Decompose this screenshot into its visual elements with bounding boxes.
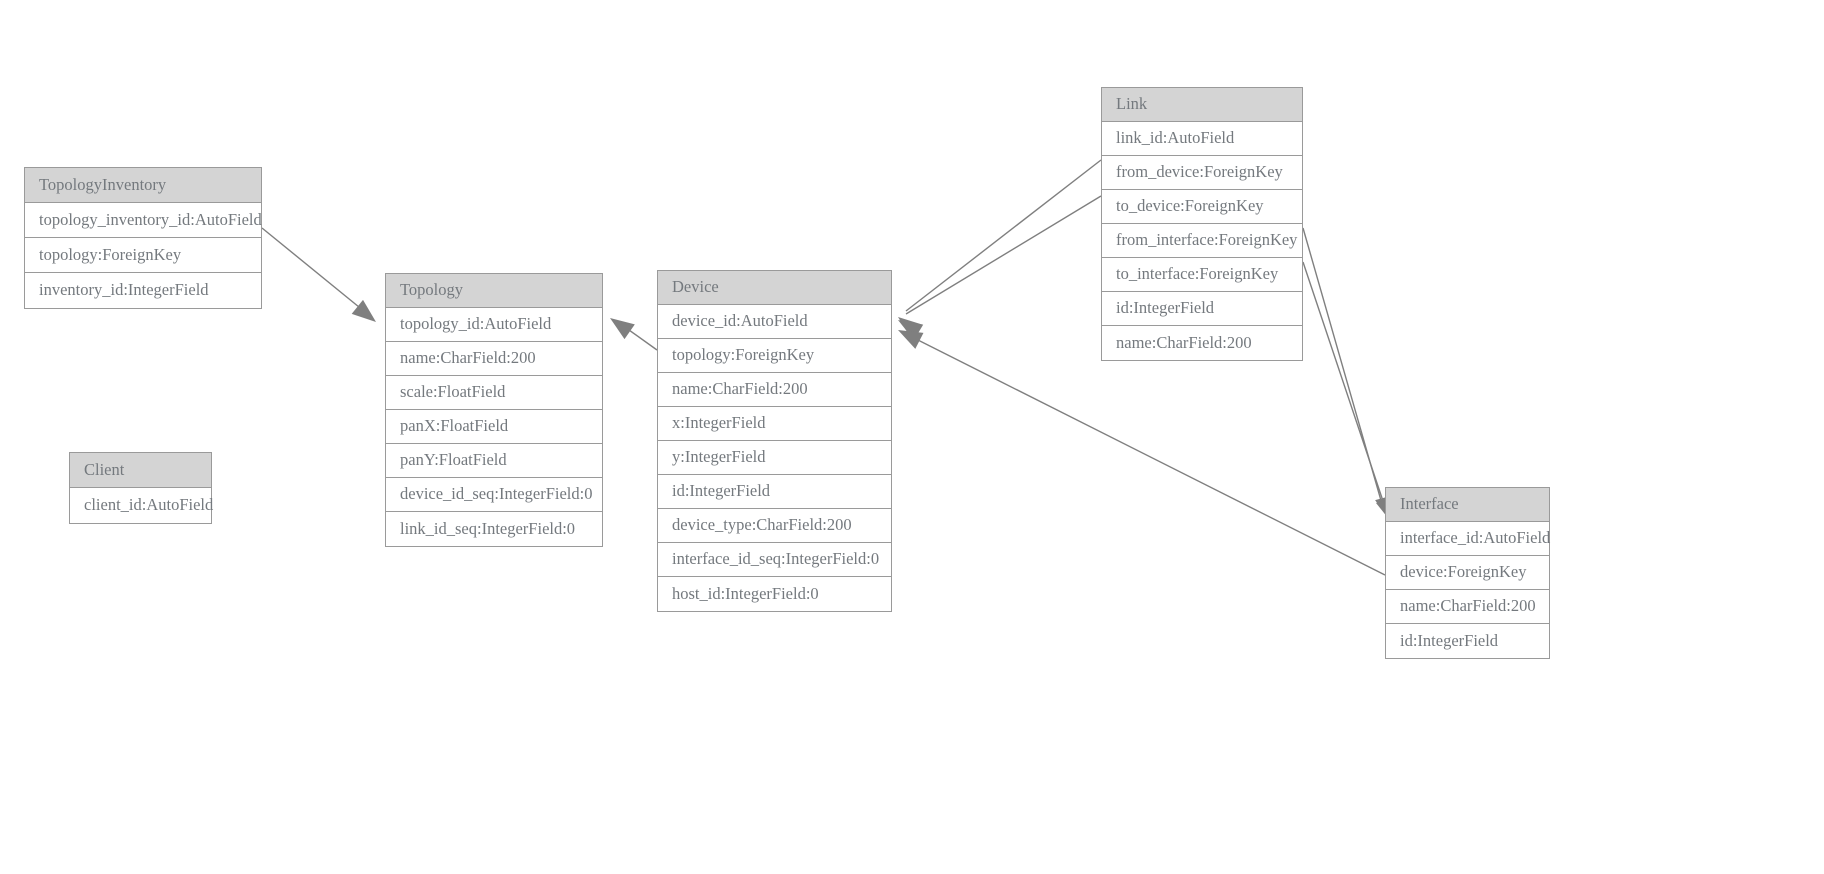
entity-field-row: topology_inventory_id:AutoField [25, 203, 262, 238]
entity-field-row: to_device:ForeignKey [1102, 190, 1302, 224]
entity-field-row: topology:ForeignKey [25, 238, 261, 273]
relationship-edge [1302, 227, 1393, 521]
relationship-arrowhead [898, 330, 924, 349]
entity-field-row: interface_id_seq:IntegerField:0 [658, 543, 891, 577]
entity-field-row: from_interface:ForeignKey [1102, 224, 1302, 258]
entity-field-row: id:IntegerField [1400, 630, 1499, 650]
entity-field-row: from_device:ForeignKey [1102, 156, 1302, 190]
entity-field-row: device:ForeignKey [1386, 556, 1549, 590]
entity-header-topology: Topology [386, 274, 602, 308]
entity-field-row: panY:FloatField [386, 444, 602, 478]
entity-field-row: to_interface:ForeignKey [1102, 258, 1302, 292]
entity-field-row: device_id:AutoField [658, 305, 891, 339]
entity-client[interactable]: Client client_id:AutoField [69, 452, 214, 524]
entity-field-row: x:IntegerField [658, 407, 891, 441]
relationship-edge [898, 159, 1102, 339]
entity-field-row: name:CharField:200 [1386, 590, 1549, 624]
entity-field-row: host_id:IntegerField:0 [672, 583, 819, 603]
relationship-arrowhead [898, 320, 924, 341]
entity-field-row: link_id_seq:IntegerField:0 [400, 518, 576, 538]
relationship-arrowhead [610, 318, 635, 340]
entity-field-row: link_id:AutoField [1102, 122, 1302, 156]
relationship-arrowhead [898, 317, 923, 339]
entity-field-row: name:CharField:200 [658, 373, 891, 407]
entity-field-row: interface_id:AutoField [1386, 522, 1550, 556]
entity-header-device: Device [658, 271, 891, 305]
entity-field-row: id:IntegerField [658, 475, 891, 509]
entity-field-row: scale:FloatField [386, 376, 602, 410]
entity-header-client: Client [70, 453, 211, 488]
entity-field-row: id:IntegerField [1102, 292, 1302, 326]
relationship-edge [898, 195, 1102, 341]
entity-field-row: topology:ForeignKey [658, 339, 891, 373]
entity-field-row: name:CharField:200 [386, 342, 602, 376]
entity-field-row: client_id:AutoField [84, 495, 214, 515]
relationship-arrowhead [351, 299, 376, 322]
entity-field-row: name:CharField:200 [1116, 332, 1252, 352]
relationship-edge [610, 318, 658, 351]
entity-field-row: device_type:CharField:200 [658, 509, 891, 543]
entity-field-row: y:IntegerField [658, 441, 891, 475]
entity-field-row: inventory_id:IntegerField [39, 280, 209, 300]
entity-header-link: Link [1102, 88, 1302, 122]
entity-field-row: panX:FloatField [386, 410, 602, 444]
relationship-edge [261, 227, 376, 322]
entity-field-row: topology_id:AutoField [386, 308, 602, 342]
entity-header-topology_inventory: TopologyInventory [25, 168, 261, 203]
entity-header-interface: Interface [1386, 488, 1549, 522]
entity-field-row: device_id_seq:IntegerField:0 [386, 478, 602, 512]
